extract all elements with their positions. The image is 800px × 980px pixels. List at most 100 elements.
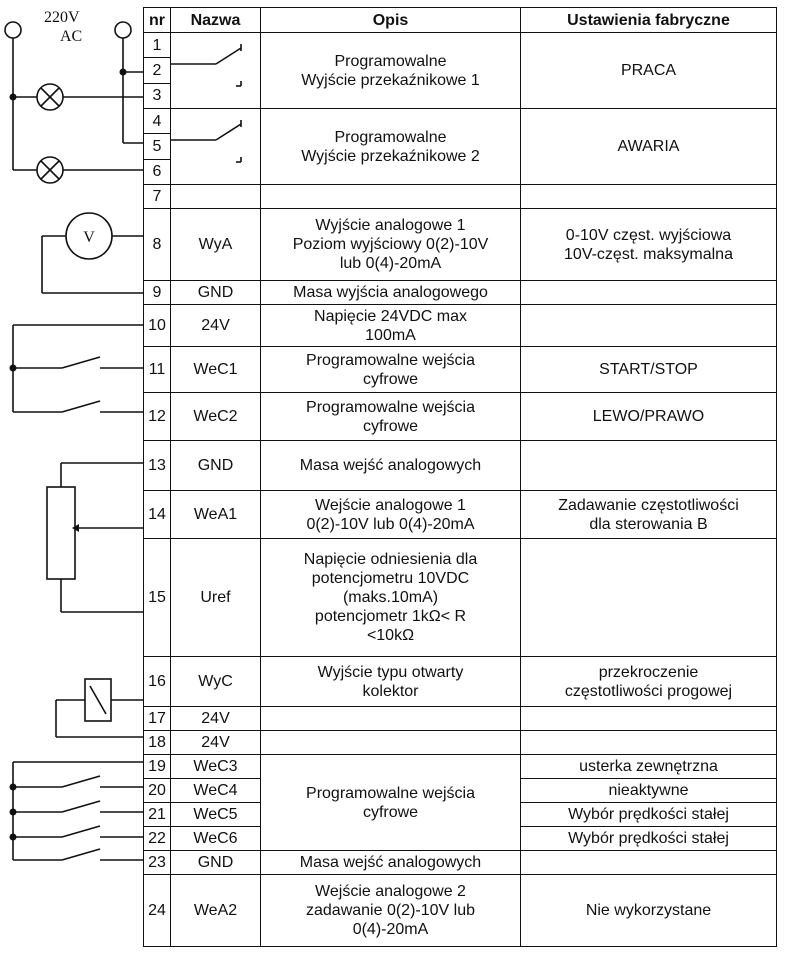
terminal-name: WeC3: [170, 754, 261, 779]
terminal-desc: Masa wejść analogowych: [260, 440, 521, 491]
header-desc: Opis: [260, 7, 521, 33]
terminal-name: WeA2: [170, 874, 261, 947]
table-row: 9 GND Masa wyjścia analogowego: [143, 280, 777, 305]
terminal-nr: 4: [143, 107, 171, 135]
supply-terminal-left: [4, 21, 22, 39]
terminal-factory: [520, 280, 777, 305]
digital-inputs-desc: Programowalne wejścia cyfrowe: [260, 754, 521, 851]
terminal-desc: Programowalne wejścia cyfrowe: [260, 392, 521, 441]
terminal-factory: Zadawanie częstotliwości dla sterowania …: [520, 490, 777, 539]
table-row: 20 WeC4 nieaktywne: [143, 778, 777, 803]
terminal-desc: Wyjście analogowe 1 Poziom wyjściowy 0(2…: [260, 208, 521, 281]
relay-1-factory: PRACA: [520, 32, 777, 109]
supply-terminal-right: [114, 21, 132, 39]
header-nr: nr: [143, 7, 171, 33]
terminal-desc: Napięcie 24VDC max 100mA: [260, 304, 521, 347]
terminal-nr: 6: [143, 158, 171, 186]
table-row: 8 WyA Wyjście analogowe 1 Poziom wyjścio…: [143, 208, 777, 281]
terminal-factory: [520, 850, 777, 875]
table-header-row: nr Nazwa Opis Ustawienia fabryczne: [143, 7, 777, 33]
table-row: 24 WeA2 Wejście analogowe 2 zadawanie 0(…: [143, 874, 777, 947]
terminal-nr: 22: [143, 826, 171, 851]
header-name: Nazwa: [170, 7, 261, 33]
table-row: 10 24V Napięcie 24VDC max 100mA: [143, 304, 777, 347]
terminal-nr: 14: [143, 490, 171, 539]
terminal-name: WeC2: [170, 392, 261, 441]
voltmeter-label: V: [83, 229, 95, 246]
terminal-name: WeC6: [170, 826, 261, 851]
table-row: 22 WeC6 Wybór prędkości stałej: [143, 826, 777, 851]
terminal-factory: [520, 304, 777, 347]
table-row: 1 Programowalne Wyjście przekaźnikowe 1 …: [143, 31, 777, 109]
terminal-desc: Wyjście typu otwarty kolektor: [260, 656, 521, 707]
terminal-factory: Wybór prędkości stałej: [520, 802, 777, 827]
relay-2-symbol: [170, 108, 261, 185]
terminal-name: WyA: [170, 208, 261, 281]
terminal-nr: 20: [143, 778, 171, 803]
terminal-nr: 24: [143, 874, 171, 947]
terminal-nr: 3: [143, 82, 171, 110]
terminal-nr: 7: [143, 184, 171, 209]
terminal-factory: [520, 440, 777, 491]
supply-type-label: AC: [60, 28, 82, 45]
terminal-table: nr Nazwa Opis Ustawienia fabryczne 1 Pro…: [143, 7, 777, 947]
terminal-name: 24V: [170, 706, 261, 731]
terminal-nr: 13: [143, 440, 171, 491]
terminal-nr: 11: [143, 346, 171, 393]
terminal-factory: [520, 730, 777, 755]
table-row: 23 GND Masa wejść analogowych: [143, 850, 777, 875]
terminal-name: WeC1: [170, 346, 261, 393]
relay-2-factory: AWARIA: [520, 108, 777, 185]
terminal-desc: Programowalne wejścia cyfrowe: [260, 346, 521, 393]
table-row: 18 24V: [143, 730, 777, 755]
terminal-name: Uref: [170, 538, 261, 657]
table-row: 12 WeC2 Programowalne wejścia cyfrowe LE…: [143, 392, 777, 441]
table-row: 13 GND Masa wejść analogowych: [143, 440, 777, 491]
terminal-name: GND: [170, 440, 261, 491]
header-factory: Ustawienia fabryczne: [520, 7, 777, 33]
terminal-factory: Nie wykorzystane: [520, 874, 777, 947]
table-row: 5: [143, 133, 777, 160]
terminal-nr: 15: [143, 538, 171, 657]
table-row: 11 WeC1 Programowalne wejścia cyfrowe ST…: [143, 346, 777, 393]
table-row: 16 WyC Wyjście typu otwarty kolektor prz…: [143, 656, 777, 707]
table-row: 6: [143, 158, 777, 186]
relay-contact-1-icon: [171, 44, 242, 87]
table-row: 14 WeA1 Wejście analogowe 1 0(2)-10V lub…: [143, 490, 777, 539]
terminal-nr: 2: [143, 57, 171, 84]
wiring-diagram: 220V AC V: [4, 9, 143, 861]
terminal-nr: 8: [143, 208, 171, 281]
terminal-factory: 0-10V częst. wyjściowa 10V-częst. maksym…: [520, 208, 777, 281]
table-row: 15 Uref Napięcie odniesienia dla potencj…: [143, 538, 777, 657]
terminal-nr: 19: [143, 754, 171, 779]
lamp-1-icon: [36, 83, 64, 111]
table-row: 21 WeC5 Wybór prędkości stałej: [143, 802, 777, 827]
terminal-name: WyC: [170, 656, 261, 707]
terminal-factory: [520, 538, 777, 657]
terminal-nr: 1: [143, 31, 171, 59]
terminal-factory: usterka zewnętrzna: [520, 754, 777, 779]
table-row: 4 Programowalne Wyjście przekaźnikowe 2 …: [143, 107, 777, 185]
terminal-name: WeC4: [170, 778, 261, 803]
terminal-factory: nieaktywne: [520, 778, 777, 803]
terminal-desc: Wejście analogowe 1 0(2)-10V lub 0(4)-20…: [260, 490, 521, 539]
terminal-nr: 18: [143, 730, 171, 755]
terminal-desc: [260, 706, 521, 731]
terminal-nr: 9: [143, 280, 171, 305]
terminal-desc: Masa wyjścia analogowego: [260, 280, 521, 305]
terminal-factory: [520, 706, 777, 731]
terminal-name: GND: [170, 280, 261, 305]
terminal-desc: [260, 730, 521, 755]
terminal-name: GND: [170, 850, 261, 875]
relay-1-desc: Programowalne Wyjście przekaźnikowe 1: [260, 32, 521, 109]
table-row: 19 WeC3 Programowalne wejścia cyfrowe us…: [143, 754, 777, 851]
table-row: 7: [143, 184, 777, 209]
terminal-desc: Napięcie odniesienia dla potencjometru 1…: [260, 538, 521, 657]
terminal-nr: 12: [143, 392, 171, 441]
terminal-desc: Wejście analogowe 2 zadawanie 0(2)-10V l…: [260, 874, 521, 947]
terminal-factory: Wybór prędkości stałej: [520, 826, 777, 851]
terminal-nr: 16: [143, 656, 171, 707]
lamp-2-icon: [36, 156, 64, 184]
table-row: 17 24V: [143, 706, 777, 731]
relay-1-symbol: [170, 32, 261, 109]
